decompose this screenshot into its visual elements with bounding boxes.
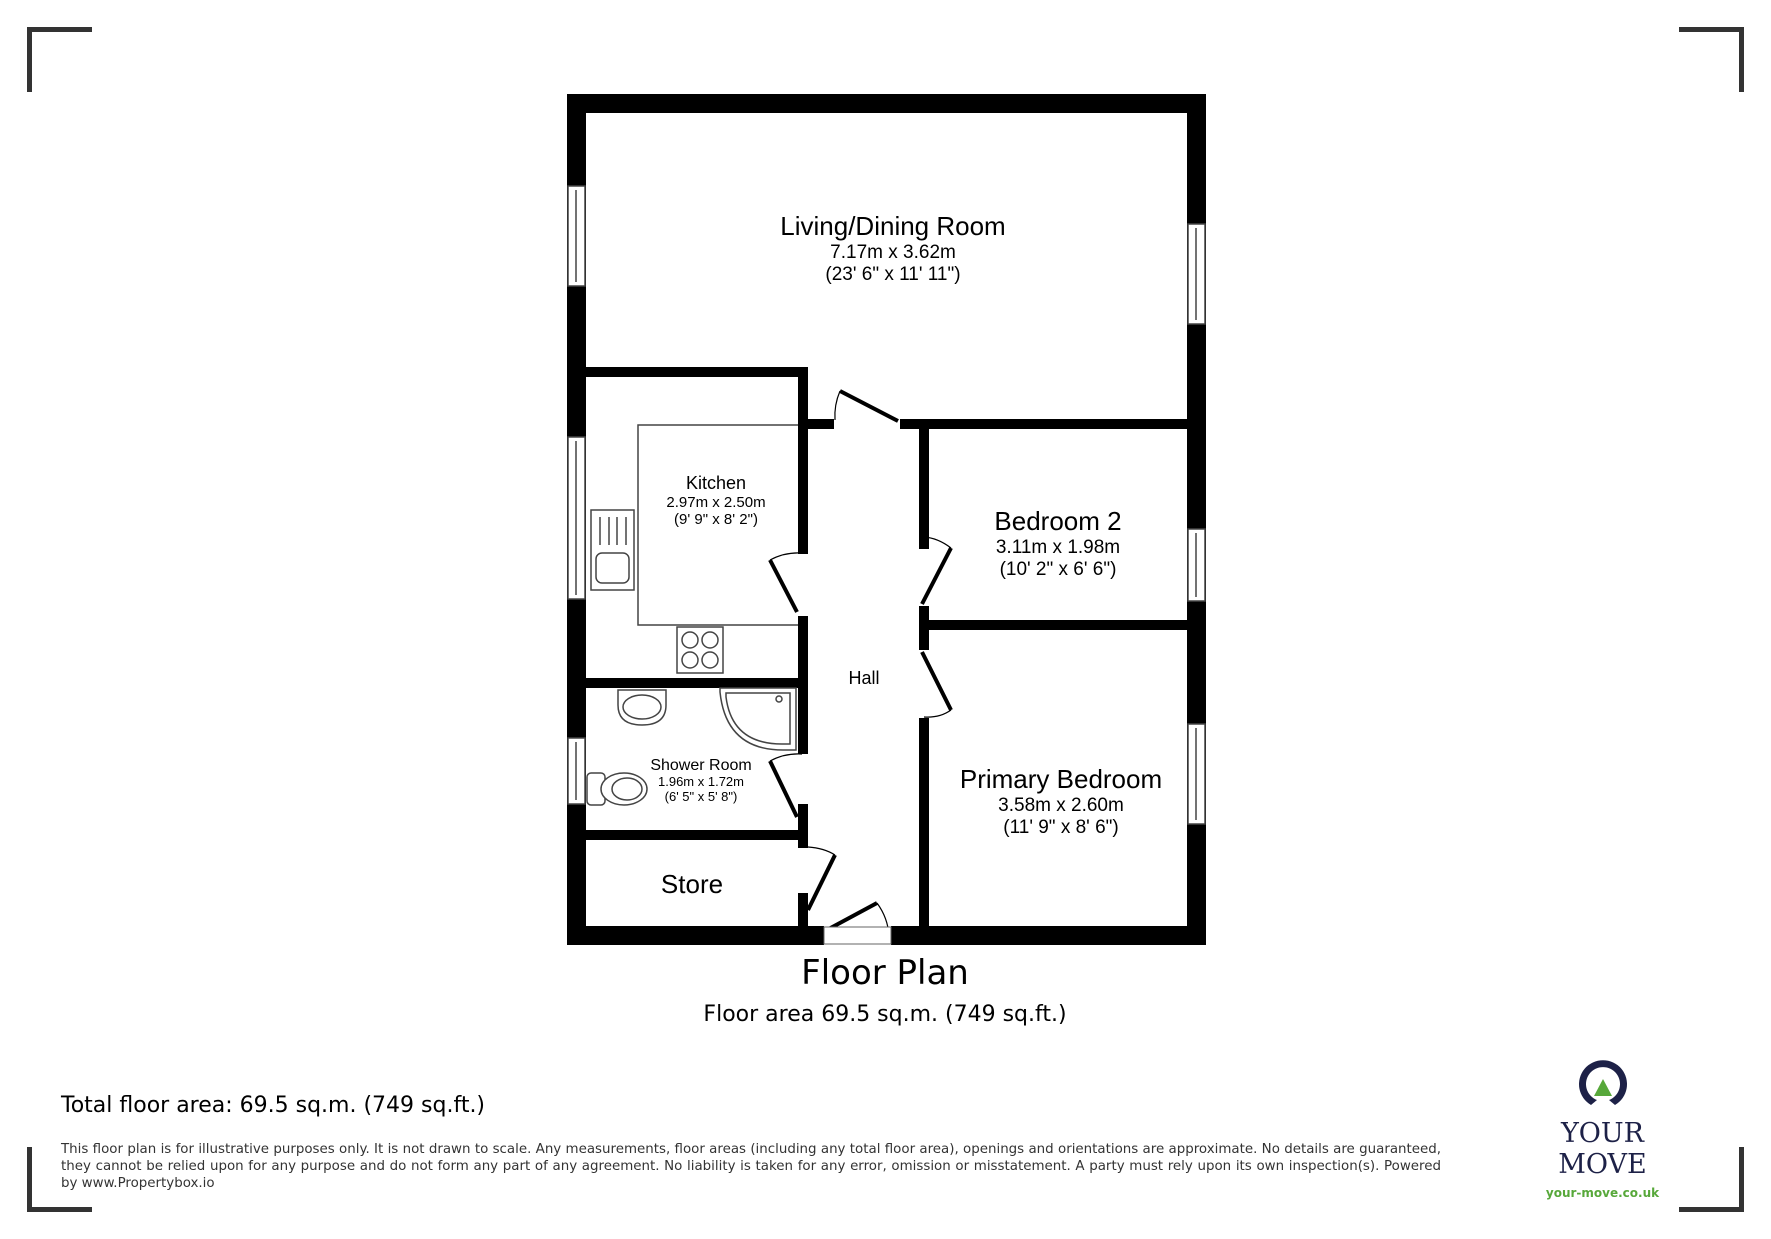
- room-living-dining: Living/Dining Room 7.17m x 3.62m (23' 6"…: [780, 211, 1006, 286]
- logo-url[interactable]: your-move.co.uk: [1545, 1186, 1660, 1200]
- entrance-threshold: [823, 926, 892, 945]
- room-kitchen: Kitchen 2.97m x 2.50m (9' 9" x 8' 2"): [666, 473, 765, 528]
- room-name: Kitchen: [685, 473, 747, 493]
- room-imperial: (11' 9" x 8' 6"): [1003, 816, 1119, 838]
- room-metric: 2.97m x 2.50m: [666, 493, 766, 511]
- door-icon: [839, 389, 899, 423]
- room-metric: 3.58m x 2.60m: [998, 794, 1124, 816]
- room-name: Shower Room: [650, 757, 752, 774]
- shower-tray-icon: [719, 687, 797, 751]
- room-store: Store: [660, 869, 724, 900]
- room-shower-room: Shower Room 1.96m x 1.72m (6' 5" x 5' 8"…: [650, 757, 751, 805]
- interior-walls: [586, 367, 1187, 926]
- room-imperial: (23' 6" x 11' 11"): [825, 263, 961, 285]
- room-name: Living/Dining Room: [780, 211, 1006, 241]
- room-hall: Hall: [848, 668, 879, 689]
- room-name: Bedroom 2: [994, 506, 1122, 536]
- corner-bracket-icon: [27, 1147, 92, 1212]
- disclaimer: This floor plan is for illustrative purp…: [61, 1142, 1441, 1191]
- door-icon: [768, 547, 953, 933]
- room-name: Primary Bedroom: [959, 764, 1163, 794]
- window-icon: [567, 185, 1206, 825]
- room-imperial: (6' 5" x 5' 8"): [664, 789, 738, 805]
- room-imperial: (9' 9" x 8' 2"): [674, 510, 758, 528]
- room-primary-bedroom: Primary Bedroom 3.58m x 2.60m (11' 9" x …: [959, 764, 1163, 839]
- sink-icon: [590, 509, 635, 591]
- corner-bracket-icon: [1679, 1147, 1744, 1212]
- plan-floor-area: Floor area 69.5 sq.m. (749 sq.ft.): [703, 1002, 1067, 1027]
- toilet-icon: [586, 772, 648, 806]
- room-imperial: (10' 2" x 6' 6"): [999, 558, 1117, 580]
- corner-bracket-icon: [1679, 27, 1744, 92]
- corner-bracket-icon: [27, 27, 92, 92]
- your-move-logo: YOUR MOVE your-move.co.uk: [1515, 1055, 1690, 1200]
- logo-mark-icon: [1578, 1060, 1627, 1105]
- room-name: Hall: [848, 668, 880, 688]
- logo-name: YOUR MOVE: [1558, 1118, 1647, 1180]
- basin-icon: [617, 689, 667, 726]
- room-metric: 1.96m x 1.72m: [658, 774, 744, 790]
- kitchen-counter: [637, 424, 798, 626]
- hob-icon: [676, 626, 724, 674]
- room-metric: 3.11m x 1.98m: [995, 536, 1121, 558]
- total-floor-area: Total floor area: 69.5 sq.m. (749 sq.ft.…: [61, 1093, 486, 1118]
- room-metric: 7.17m x 3.62m: [830, 241, 956, 263]
- plan-title: Floor Plan: [801, 953, 969, 993]
- room-name: Store: [660, 869, 724, 899]
- room-bedroom-2: Bedroom 2 3.11m x 1.98m (10' 2" x 6' 6"): [994, 506, 1122, 581]
- door-swing: [834, 390, 841, 421]
